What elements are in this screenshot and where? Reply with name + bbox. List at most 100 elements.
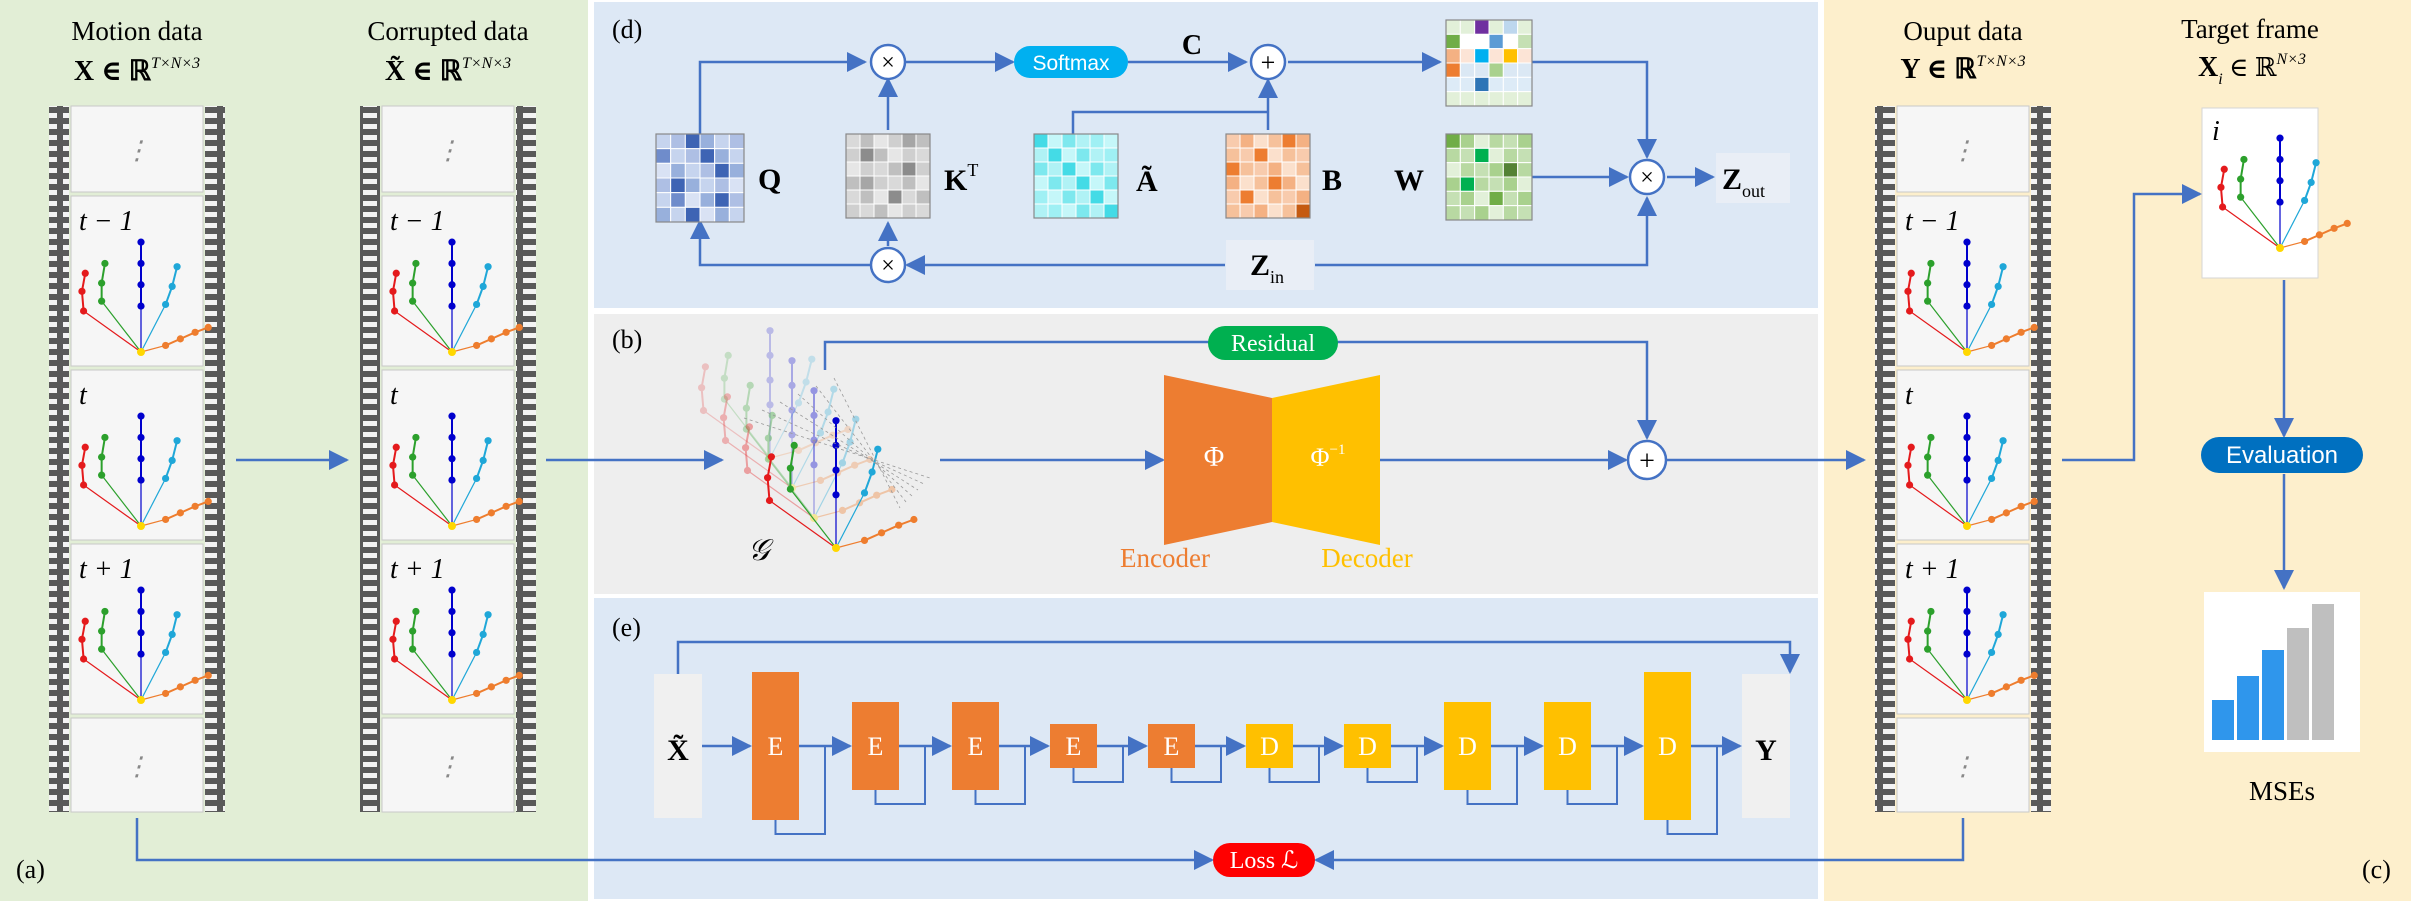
svg-text:t − 1: t − 1	[390, 206, 445, 237]
svg-text:×: ×	[881, 50, 895, 76]
svg-text:⋮: ⋮	[1950, 136, 1976, 165]
multiply-operator-bottom: ×	[869, 246, 907, 284]
corrupted-data-filmstrip: ⋮ t − 1 t t + 1 ⋮	[360, 105, 536, 813]
kt-label: KT	[944, 160, 978, 197]
loss-line-right	[1314, 818, 1965, 870]
corrupted-data-title: Corrupted data	[367, 16, 528, 46]
svg-text:D: D	[1558, 732, 1577, 761]
output-data-filmstrip: ⋮ t − 1 t t + 1 ⋮	[1875, 105, 2051, 813]
target-frame-formula: Xi ∈ ℝN×3	[2198, 51, 2306, 88]
result-matrix-to-mult-line	[1532, 60, 1657, 159]
encoder-label: Encoder	[1120, 543, 1210, 573]
panel-c-tag: (c)	[2362, 855, 2391, 884]
frame-index-label: i	[2212, 116, 2220, 147]
motion-data-formula: X ∈ ℝT×N×3	[74, 55, 200, 87]
target-frame-title: Target frame	[2181, 14, 2319, 44]
panel-a-tag: (a)	[16, 855, 45, 884]
svg-text:⋮: ⋮	[435, 752, 461, 781]
svg-text:D: D	[1260, 732, 1279, 761]
svg-text:D: D	[1658, 732, 1677, 761]
output-data-formula: Y ∈ ℝT×N×3	[1900, 53, 2025, 85]
mses-label: MSEs	[2249, 776, 2315, 806]
zin-label: Zin	[1250, 249, 1284, 287]
svg-text:t − 1: t − 1	[1905, 206, 1960, 237]
c-label: C	[1182, 30, 1202, 61]
q-matrix	[655, 133, 745, 223]
zout-label: Zout	[1722, 163, 1765, 201]
loss-line-left	[135, 818, 1214, 870]
softmax-label: Softmax	[1032, 52, 1110, 75]
decoder-label: Decoder	[1321, 543, 1412, 573]
svg-text:E: E	[868, 732, 884, 761]
svg-text:E: E	[768, 732, 784, 761]
loss-label: Loss ℒ	[1230, 848, 1299, 874]
svg-text:D: D	[1458, 732, 1477, 761]
svg-text:+: +	[1261, 48, 1276, 77]
svg-text:D: D	[1358, 732, 1377, 761]
encoder-shape	[1164, 375, 1272, 545]
b-matrix	[1225, 133, 1311, 219]
multiply-operator-right: ×	[1628, 158, 1666, 196]
motion-data-title: Motion data	[71, 16, 202, 46]
svg-text:t: t	[1905, 380, 1914, 411]
svg-text:⋮: ⋮	[124, 752, 150, 781]
panel-d-tag: (d)	[612, 15, 642, 44]
bottom-mult-to-q-line	[690, 219, 870, 267]
phi-label: Φ	[1204, 442, 1224, 473]
svg-text:⋮: ⋮	[435, 136, 461, 165]
input-x-box	[654, 674, 702, 818]
decoder-shape	[1272, 375, 1380, 545]
evaluation-label: Evaluation	[2226, 442, 2338, 469]
svg-text:×: ×	[1640, 165, 1654, 191]
output-y-box	[1742, 674, 1790, 818]
svg-text:t: t	[390, 380, 399, 411]
a-to-plus-line	[1071, 110, 1268, 137]
svg-text:⋮: ⋮	[1950, 752, 1976, 781]
corrupted-data-formula: X̃ ∈ ℝT×N×3	[385, 55, 511, 87]
zin-box	[1226, 240, 1314, 290]
svg-text:t + 1: t + 1	[79, 554, 134, 585]
svg-text:E: E	[1164, 732, 1180, 761]
output-data-title: Ouput data	[1903, 16, 2022, 46]
svg-text:×: ×	[881, 253, 895, 279]
svg-text:t + 1: t + 1	[1905, 554, 1960, 585]
multiply-operator-top: ×	[869, 43, 907, 81]
w-label: W	[1394, 164, 1424, 197]
motion-data-filmstrip: ⋮ t − 1 t t + 1 ⋮	[49, 105, 225, 813]
evaluation-box	[2201, 437, 2363, 473]
svg-text:+: +	[1639, 446, 1655, 477]
zin-to-mult-line	[1315, 196, 1657, 267]
svg-text:E: E	[1066, 732, 1082, 761]
output-y-label: Y	[1755, 734, 1777, 767]
a-matrix	[1033, 133, 1119, 219]
residual-label: Residual	[1231, 331, 1315, 357]
plus-operator-top: +	[1249, 43, 1287, 81]
plus-operator-residual: +	[1626, 439, 1668, 481]
output-to-target-arrow	[2062, 184, 2202, 462]
zout-box	[1716, 153, 1790, 203]
a-label: Ã	[1136, 165, 1158, 198]
svg-text:t − 1: t − 1	[79, 206, 134, 237]
panel-b-tag: (b)	[612, 325, 642, 354]
q-label: Q	[758, 163, 781, 196]
loss-box	[1213, 843, 1315, 877]
b-label: B	[1322, 164, 1342, 197]
q-to-mult-line	[698, 52, 867, 135]
residual-box	[1208, 326, 1338, 360]
svg-text:⋮: ⋮	[124, 136, 150, 165]
spatio-temporal-graph	[698, 327, 931, 552]
svg-text:t: t	[79, 380, 88, 411]
phi-inverse-label: Φ−1	[1311, 442, 1346, 472]
panel-e-tag: (e)	[612, 613, 641, 642]
softmax-box	[1014, 46, 1128, 78]
skip-connection-line	[676, 640, 1800, 674]
target-hand-skeleton	[2217, 134, 2351, 252]
panel-d-background	[594, 2, 1818, 308]
svg-text:t + 1: t + 1	[390, 554, 445, 585]
kt-matrix	[845, 133, 931, 219]
input-x-label: X̃	[667, 734, 689, 767]
attention-result-matrix	[1445, 19, 1533, 107]
svg-text:E: E	[968, 732, 984, 761]
